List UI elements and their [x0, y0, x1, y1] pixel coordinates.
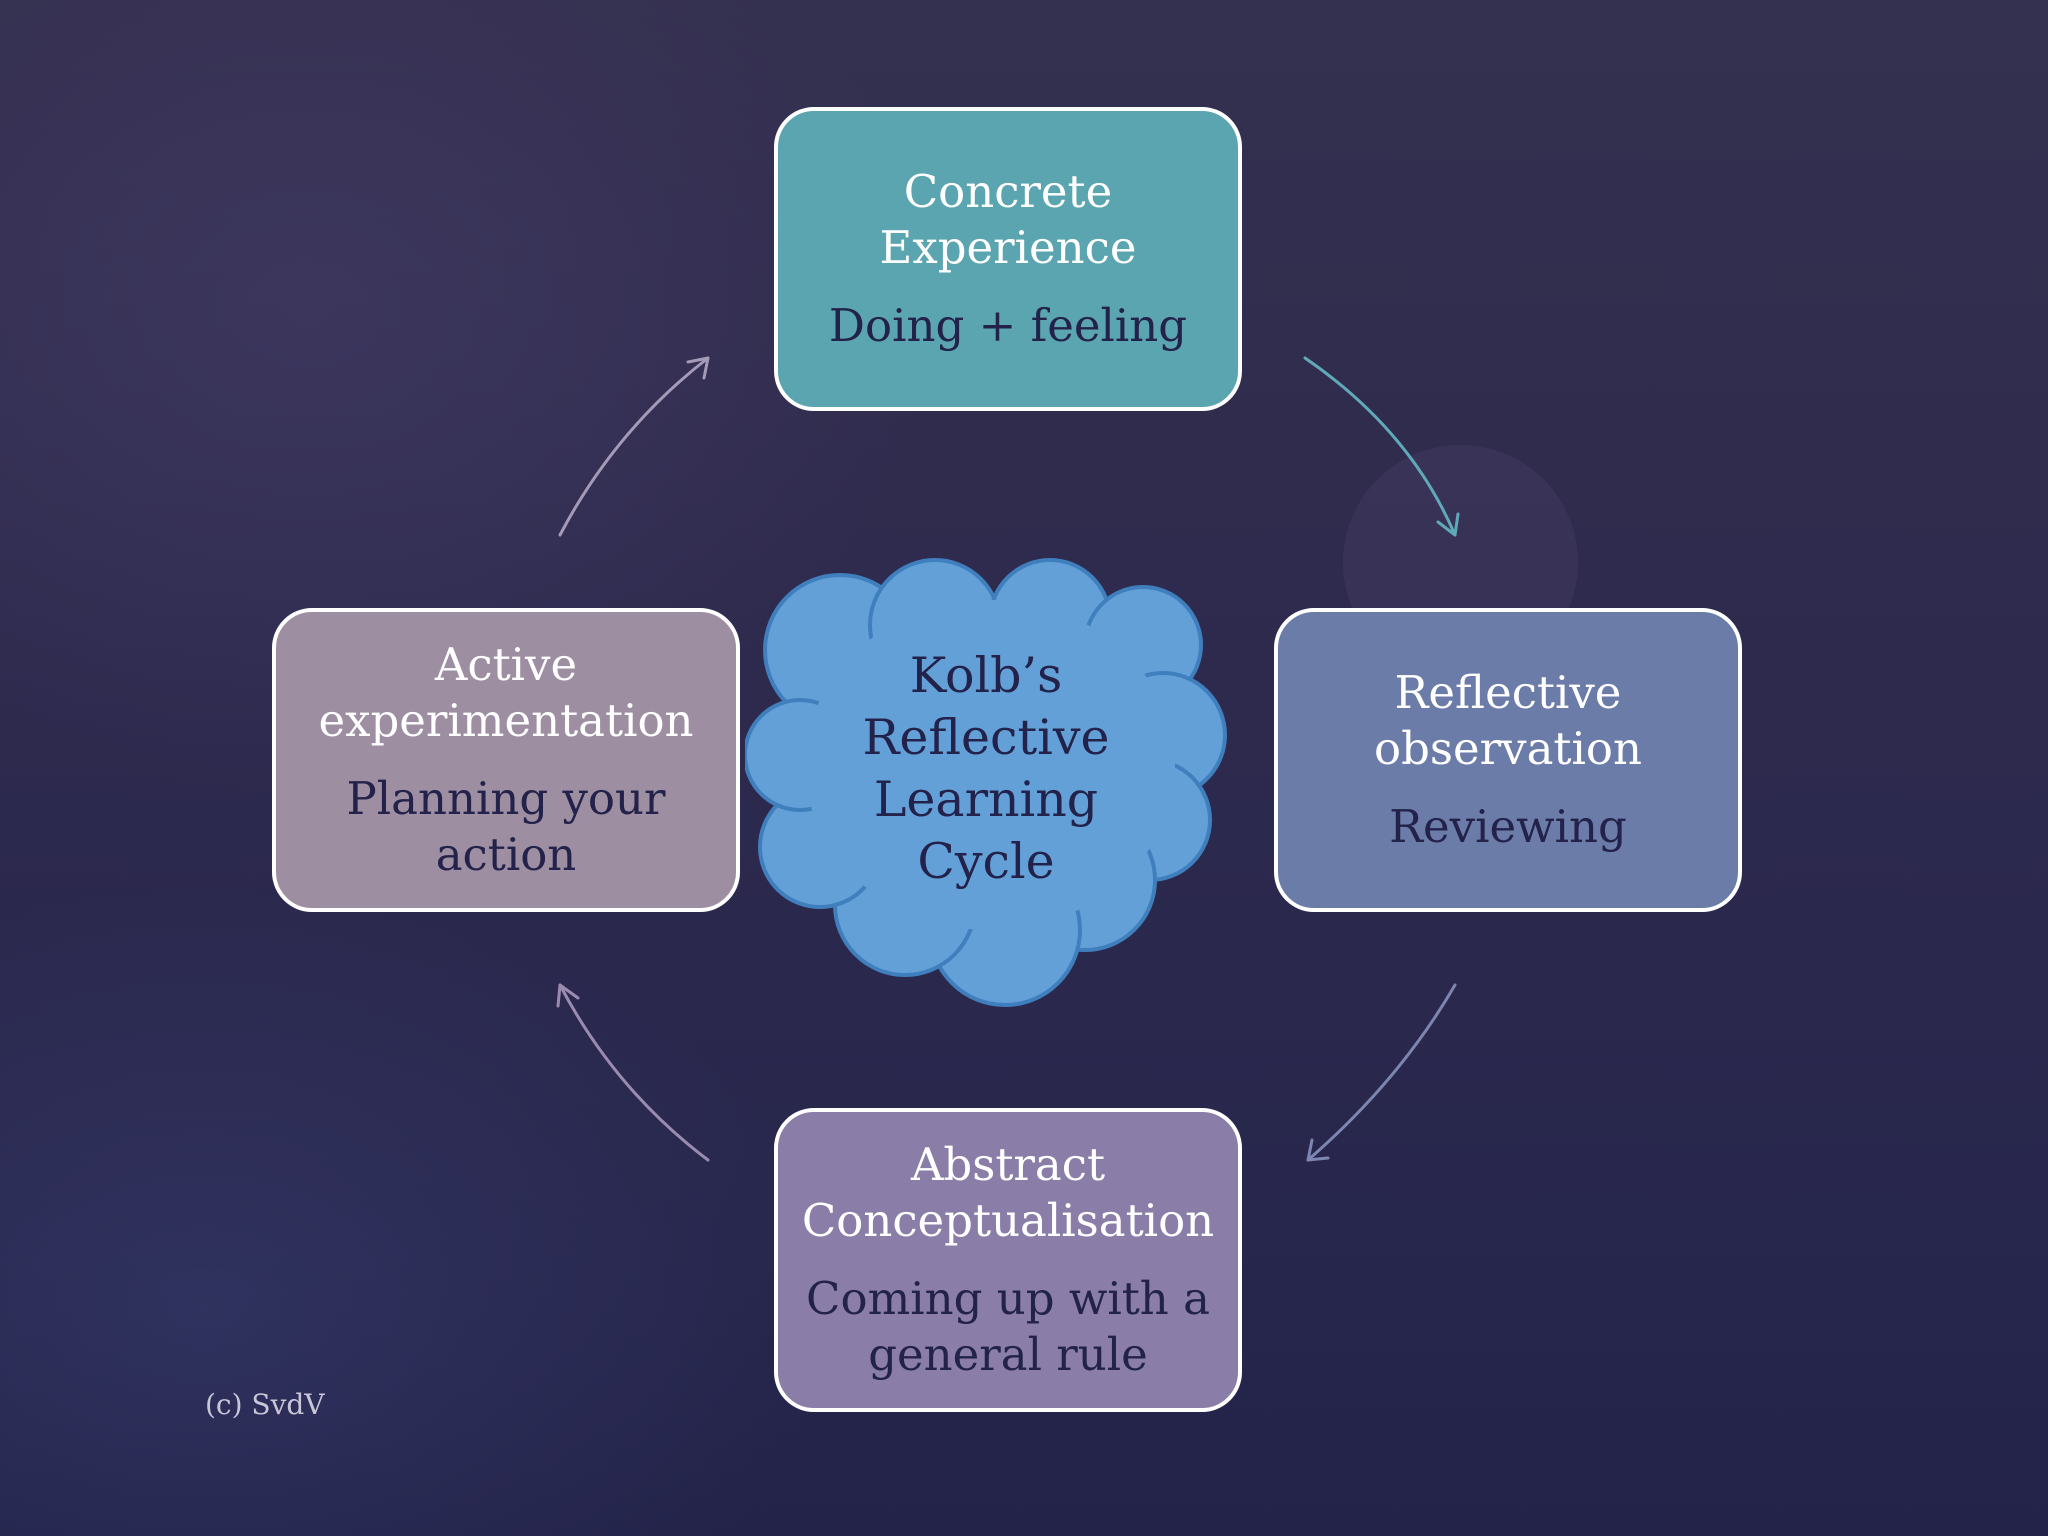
stage-abstract-conceptualisation: Abstract Conceptualisation Coming up wit…: [774, 1108, 1242, 1412]
stage-title-line: Abstract: [910, 1138, 1106, 1191]
stage-title: Active experimentation: [318, 637, 693, 749]
cloud-title-line: Cycle: [917, 833, 1055, 890]
cloud-title: Kolb’s Reflective Learning Cycle: [805, 645, 1167, 893]
stage-subtitle-line: general rule: [868, 1328, 1148, 1381]
stage-subtitle: Coming up with a general rule: [806, 1271, 1210, 1383]
stage-active-experimentation: Active experimentation Planning your act…: [272, 608, 740, 912]
stage-title-line: Active: [434, 638, 578, 691]
stage-concrete-experience: Concrete Experience Doing + feeling: [774, 107, 1242, 411]
copyright-label: (c) SvdV: [205, 1388, 325, 1421]
stage-title: Concrete Experience: [879, 164, 1136, 276]
arrow-abstract-to-active-icon: [556, 983, 710, 1162]
stage-subtitle: Planning your action: [347, 771, 666, 883]
stage-subtitle-line: Planning your: [346, 772, 666, 825]
stage-subtitle-line: Reviewing: [1389, 800, 1627, 853]
stage-title: Abstract Conceptualisation: [802, 1137, 1214, 1249]
stage-subtitle-line: action: [435, 828, 577, 881]
cloud-title-line: Reflective: [862, 709, 1110, 766]
stage-subtitle-line: Doing + feeling: [828, 299, 1188, 352]
stage-title-line: Experience: [879, 221, 1137, 274]
cloud-title-line: Kolb’s: [909, 647, 1063, 704]
cloud-shape-icon: [745, 558, 1227, 1007]
stage-title-line: Concrete: [903, 165, 1113, 218]
cloud-title-line: Learning: [873, 771, 1099, 828]
arrow-reflective-to-abstract-icon: [1306, 983, 1457, 1162]
stage-title-line: Reflective: [1394, 666, 1622, 719]
stage-title-line: observation: [1374, 722, 1642, 775]
stage-subtitle: Doing + feeling: [829, 298, 1187, 354]
stage-subtitle: Reviewing: [1389, 799, 1627, 855]
stage-subtitle-line: Coming up with a: [806, 1272, 1210, 1325]
arrow-concrete-to-reflective-icon: [1303, 356, 1460, 537]
stage-reflective-observation: Reflective observation Reviewing: [1274, 608, 1742, 912]
arrow-active-to-concrete-icon: [558, 356, 710, 537]
stage-title-line: Conceptualisation: [801, 1194, 1215, 1247]
center-cloud: Kolb’s Reflective Learning Cycle: [745, 555, 1255, 1015]
stage-title-line: experimentation: [318, 694, 694, 747]
stage-title: Reflective observation: [1374, 665, 1642, 777]
